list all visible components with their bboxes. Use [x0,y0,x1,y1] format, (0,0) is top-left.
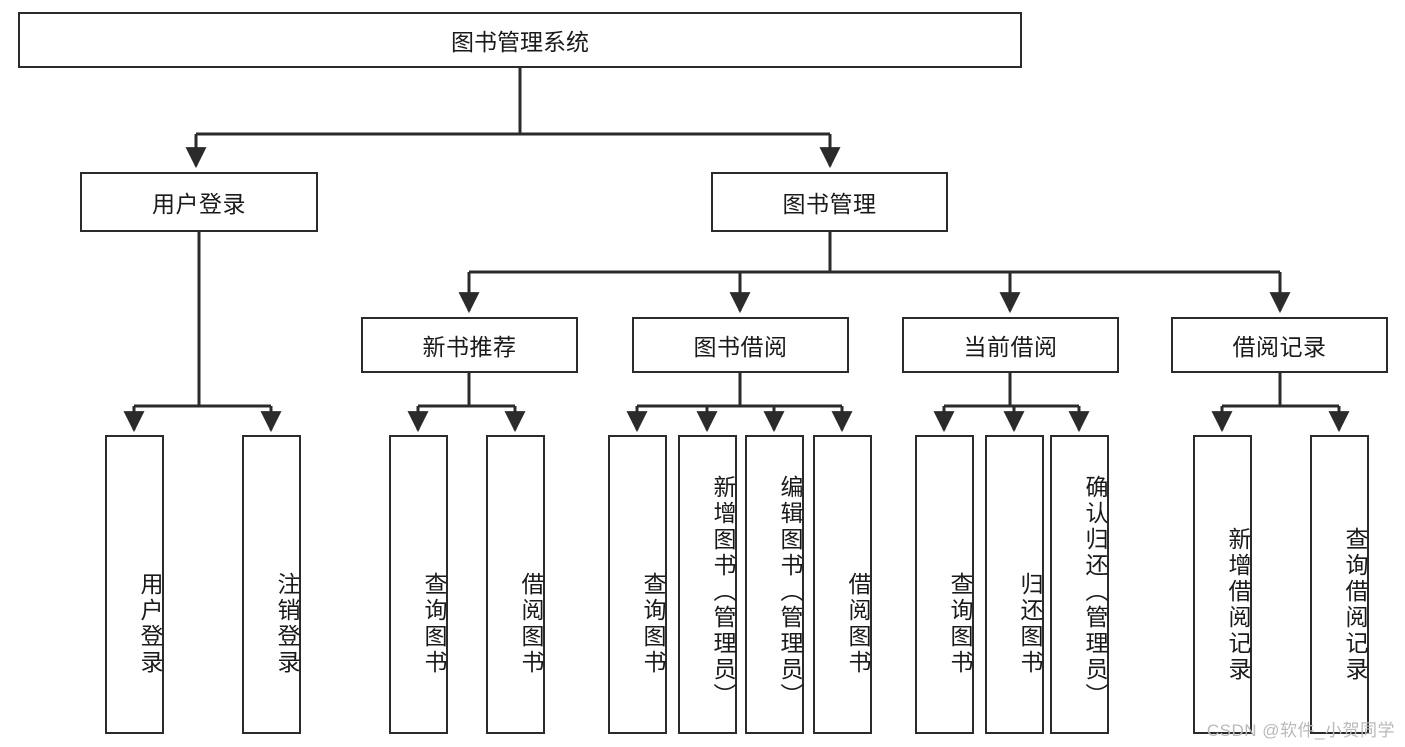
node-user-login-label: 用户登录 [152,191,246,217]
node-book-borrow-label: 图书借阅 [693,334,788,360]
node-book-management-label: 图书管理 [782,191,877,217]
leaf-label: 借阅图书 [518,571,544,676]
node-user-login[interactable]: 用户登录 [80,172,318,232]
leaf-label: 归还图书 [1017,571,1043,676]
leaf-current-return-book[interactable]: 归还图书 [985,435,1044,734]
leaf-user-login-signout[interactable]: 注销登录 [242,435,301,734]
leaf-label: 查询图书 [640,571,666,676]
leaf-records-query-record[interactable]: 查询借阅记录 [1310,435,1369,734]
leaf-records-add-record[interactable]: 新增借阅记录 [1193,435,1252,734]
leaf-borrow-edit-book[interactable]: 编辑图书（管理员） [745,435,804,734]
leaf-current-confirm-return[interactable]: 确认归还（管理员） [1050,435,1109,734]
watermark-text: CSDN @软件_小贺同学 [1206,721,1395,740]
leaf-label: 查询图书 [947,571,973,676]
node-book-management[interactable]: 图书管理 [711,172,948,232]
leaf-label: 查询借阅记录 [1342,526,1368,683]
leaf-borrow-query-book[interactable]: 查询图书 [608,435,667,734]
leaf-recommend-query-book[interactable]: 查询图书 [389,435,448,734]
leaf-borrow-borrow-book[interactable]: 借阅图书 [813,435,872,734]
node-book-borrow[interactable]: 图书借阅 [632,317,849,373]
node-root-system[interactable]: 图书管理系统 [18,12,1022,68]
node-borrow-records[interactable]: 借阅记录 [1171,317,1388,373]
node-new-book-recommend[interactable]: 新书推荐 [361,317,578,373]
leaf-label: 新增图书（管理员） [710,474,736,709]
leaf-label: 确认归还（管理员） [1082,474,1108,709]
leaf-borrow-add-book[interactable]: 新增图书（管理员） [678,435,737,734]
leaf-label: 用户登录 [137,571,163,676]
node-new-book-recommend-label: 新书推荐 [422,334,517,360]
leaf-label: 查询图书 [421,571,447,676]
leaf-label: 借阅图书 [845,571,871,676]
node-borrow-records-label: 借阅记录 [1232,334,1327,360]
leaf-current-query-book[interactable]: 查询图书 [915,435,974,734]
leaf-label: 新增借阅记录 [1225,526,1251,683]
leaf-user-login-signin[interactable]: 用户登录 [105,435,164,734]
leaf-label: 注销登录 [274,571,300,676]
node-current-borrow[interactable]: 当前借阅 [902,317,1119,373]
node-root-label: 图书管理系统 [451,29,589,55]
node-current-borrow-label: 当前借阅 [963,334,1058,360]
leaf-recommend-borrow-book[interactable]: 借阅图书 [486,435,545,734]
leaf-label: 编辑图书（管理员） [777,474,803,709]
